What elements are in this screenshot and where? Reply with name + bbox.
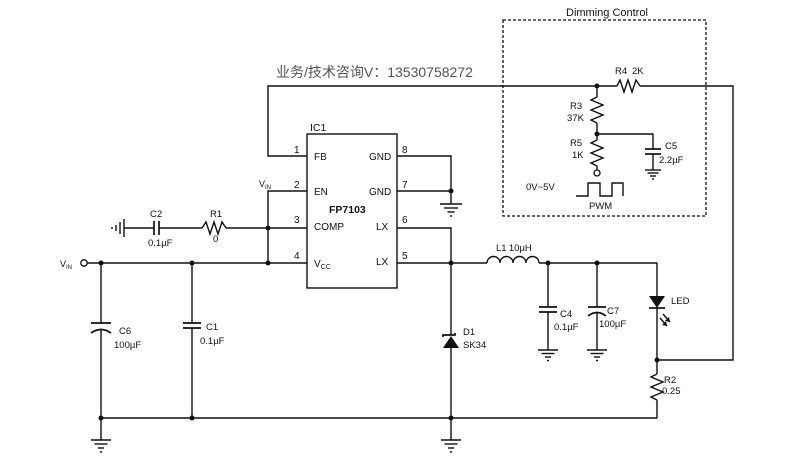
c7-ref: C7 <box>607 306 619 317</box>
led-label: LED <box>671 296 690 307</box>
ic-ground-wiring <box>397 155 462 217</box>
c5-ref: C5 <box>665 141 677 152</box>
ground-rail <box>91 415 657 453</box>
resistor-r3: R3 37K <box>567 86 605 134</box>
watermark-text: 业务/技术咨询V：13530758272 <box>276 64 473 80</box>
c4-value: 0.1µF <box>554 322 579 333</box>
c2-ref: C2 <box>150 209 162 220</box>
r4-ref: R4 <box>615 66 627 77</box>
r1-ref: R1 <box>210 209 222 220</box>
capacitor-c4: C4 0.1µF <box>538 263 579 362</box>
r5-ref: R5 <box>570 138 582 149</box>
c6-ref: C6 <box>119 326 131 337</box>
resistor-r4: R4 2K <box>615 66 644 95</box>
pin3-name: COMP <box>314 222 344 233</box>
pin1-number: 1 <box>294 145 300 156</box>
vin-input: VIN <box>60 259 88 271</box>
c1-value: 0.1µF <box>200 336 225 347</box>
c5-value: 2.2µF <box>659 155 684 166</box>
pin6-name: LX <box>376 222 389 233</box>
ic1-ref: IC1 <box>310 122 327 134</box>
led: LED <box>649 263 690 374</box>
capacitor-c6: C6 100µF <box>90 263 141 418</box>
r2-value: 0.25 <box>662 386 681 397</box>
pwm-label: PWM <box>589 201 612 212</box>
dimming-control-title: Dimming Control <box>566 7 648 19</box>
pin4-number: 4 <box>294 251 300 262</box>
d1-value: SK34 <box>463 340 486 351</box>
pin1-name: FB <box>314 152 327 163</box>
c6-value: 100µF <box>114 340 141 351</box>
c4-ref: C4 <box>560 309 572 320</box>
ic1-fp7103: IC1 FP7103 FB EN COMP VCC GND GND LX LX … <box>294 122 408 289</box>
comp-network: C2 0.1µF R1 0 <box>111 209 307 249</box>
feedback-wire <box>267 85 734 361</box>
resistor-r5: R5 1K <box>570 134 605 177</box>
en-vin-label: VIN <box>259 179 271 191</box>
c2-value: 0.1µF <box>148 238 173 249</box>
capacitor-c5: C5 2.2µF <box>645 134 684 180</box>
d1-ref: D1 <box>463 327 475 338</box>
dimming-control-box <box>502 19 707 217</box>
pin6-number: 6 <box>402 215 408 226</box>
pin8-number: 8 <box>402 145 408 156</box>
pin7-number: 7 <box>402 180 408 191</box>
c7-value: 100µF <box>599 319 626 330</box>
pin7-name: GND <box>369 187 391 198</box>
r5-value: 1K <box>572 150 584 161</box>
ic1-part: FP7103 <box>329 204 366 216</box>
en-vin-connection: VIN <box>259 179 307 263</box>
pwm-input-label: 0V~5V <box>526 182 555 193</box>
vin-label: VIN <box>60 259 72 271</box>
r2-ref: R2 <box>664 375 676 386</box>
pin4-name: VCC <box>314 259 331 271</box>
pwm-waveform: 0V~5V PWM <box>526 182 624 212</box>
lx-node <box>397 227 487 266</box>
pin2-name: EN <box>314 187 328 198</box>
r1-value: 0 <box>213 234 218 245</box>
pin2-number: 2 <box>294 180 300 191</box>
pin3-number: 3 <box>294 215 300 226</box>
pin5-name: LX <box>376 257 389 268</box>
pin8-name: GND <box>369 152 391 163</box>
r3-ref: R3 <box>570 101 582 112</box>
capacitor-c1: C1 0.1µF <box>183 263 225 418</box>
resistor-r2: R2 0.25 <box>649 373 681 418</box>
r4-value: 2K <box>632 66 644 77</box>
c1-ref: C1 <box>206 322 218 333</box>
capacitor-c7: C7 100µF <box>587 263 626 362</box>
pin5-number: 5 <box>402 251 408 262</box>
diode-d1: D1 SK34 <box>442 263 486 440</box>
r3-value: 37K <box>567 113 585 124</box>
